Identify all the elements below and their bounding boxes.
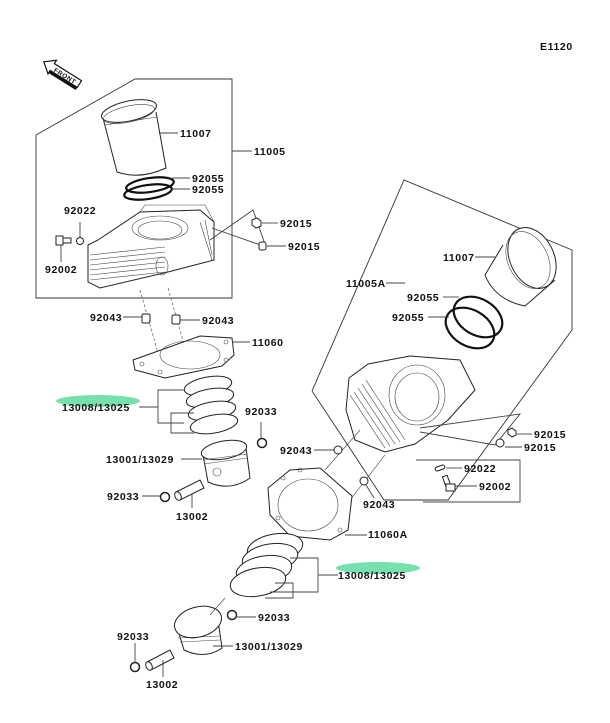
label-92055-d: 92055: [392, 312, 424, 324]
cylinder1-head-gasket: [132, 335, 235, 379]
label-13008-13025-upper[interactable]: 13008/13025: [62, 402, 130, 414]
cylinder2-dowel-left: [333, 445, 343, 455]
cylinder1-clip-right: [256, 437, 268, 449]
cylinder2-piston: [173, 605, 223, 655]
cylinder1-dowel-right: [171, 314, 181, 325]
label-92055-c: 92055: [407, 292, 439, 304]
diagram-code: E1120: [540, 41, 573, 53]
cylinder1-dowel-left: [141, 313, 151, 324]
label-92043-lower-b: 92043: [363, 499, 395, 511]
cylinder1-piston: [200, 439, 251, 487]
cylinder2-bolt: [441, 474, 456, 492]
label-92043-upper-b: 92043: [202, 315, 234, 327]
cylinder2-oring-b: [444, 306, 496, 350]
label-13002-upper: 13002: [176, 511, 208, 523]
label-11005a: 11005A: [346, 278, 386, 290]
label-13001-13029-upper: 13001/13029: [106, 454, 174, 466]
label-92033-upper-b: 92033: [107, 491, 139, 503]
cylinder2-piston-rings: [229, 532, 304, 598]
cylinder1-bolt: [55, 235, 72, 246]
label-92033-upper-a: 92033: [245, 406, 277, 418]
label-92015-lower-a: 92015: [534, 429, 566, 441]
label-92033-lower-b: 92033: [117, 631, 149, 643]
cylinder2-group-outline: [311, 179, 573, 501]
cylinder2-cap: [495, 438, 505, 448]
label-92033-lower-a: 92033: [258, 612, 290, 624]
cylinder1-piston-pin: [174, 479, 205, 501]
cylinder2-dowel-right: [359, 476, 369, 486]
cylinder2-clip-right: [226, 609, 238, 621]
cylinder1-nut: [251, 217, 262, 229]
cylinder1-oring-b: [123, 183, 173, 201]
label-92002-upper: 92002: [45, 264, 77, 276]
highlight-marker-lower: [336, 562, 420, 574]
highlight-marker: [56, 395, 140, 407]
label-92015-upper-b: 92015: [288, 241, 320, 253]
label-92043-upper-a: 92043: [90, 312, 122, 324]
cylinder2-clip-left: [129, 661, 141, 673]
label-92022-upper: 92022: [64, 205, 96, 217]
cylinder1-washer: [76, 237, 84, 245]
cylinder1-body: [87, 204, 215, 289]
cylinder2-washer: [434, 464, 446, 472]
label-92022-lower: 92022: [464, 463, 496, 475]
label-11007-lower: 11007: [443, 252, 475, 264]
cylinder1-clip-left: [159, 491, 171, 503]
cylinder2-nut: [507, 427, 517, 438]
cylinder1-cap: [258, 241, 267, 251]
label-92043-lower-a: 92043: [280, 445, 312, 457]
label-11007-upper: 11007: [180, 128, 212, 140]
label-92015-upper-a: 92015: [280, 218, 312, 230]
cylinder2-oring-a: [452, 295, 504, 339]
cylinder2-liner: [484, 227, 557, 307]
label-92002-lower: 92002: [479, 481, 511, 493]
cylinder1-group-outline: [35, 78, 233, 299]
label-11060: 11060: [252, 337, 284, 349]
label-92055-b: 92055: [192, 184, 224, 196]
label-13001-13029-lower: 13001/13029: [235, 641, 303, 653]
label-11060a: 11060A: [368, 529, 408, 541]
cylinder2-head-gasket: [267, 467, 353, 541]
cylinder2-body: [345, 355, 476, 453]
cylinder1-piston-rings: [183, 375, 239, 435]
cylinder2-piston-pin: [145, 649, 175, 671]
front-arrow-icon: FRONT: [42, 59, 83, 90]
label-11005: 11005: [254, 146, 286, 158]
cylinder1-liner: [101, 99, 167, 176]
label-92055-a: 92055: [192, 173, 224, 185]
label-13002-lower: 13002: [146, 679, 178, 691]
cylinder1-oring-a: [125, 176, 175, 194]
label-13008-13025-lower[interactable]: 13008/13025: [338, 570, 406, 582]
label-92015-lower-b: 92015: [524, 442, 556, 454]
